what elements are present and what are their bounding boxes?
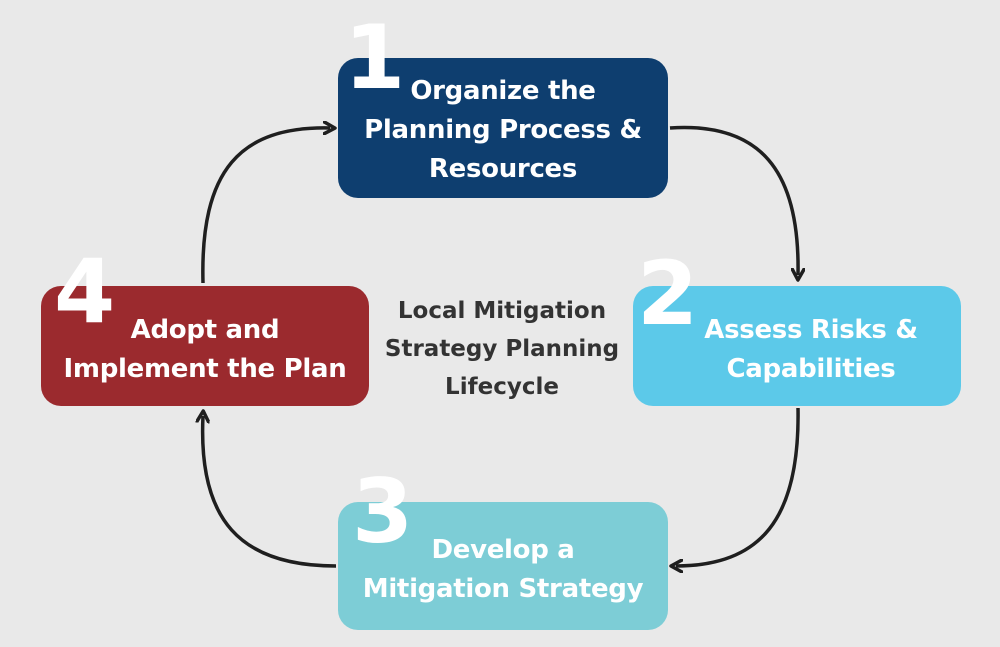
step-2-number: 2 [637,242,699,345]
step-1-number: 1 [344,6,406,109]
step-adopt-implement-plan: Adopt and Implement the Plan [41,286,369,406]
arrow-1-to-2 [669,125,798,275]
step-assess-risks: Assess Risks & Capabilities [633,286,961,406]
step-2-label: Assess Risks & Capabilities [704,315,918,384]
step-3-number: 3 [352,460,414,563]
arrow-3-to-4 [203,416,337,568]
step-4-number: 4 [54,240,116,343]
diagram-center-title: Local Mitigation Strategy Planning Lifec… [384,298,620,400]
step-3-label: Develop a Mitigation Strategy [362,535,644,604]
step-organize-planning-process: Organize the Planning Process & Resource… [338,58,668,198]
arrow-4-to-1 [201,128,330,284]
step-develop-mitigation-strategy: Develop a Mitigation Strategy [338,502,668,630]
step-1-label: Organize the Planning Process & Resource… [364,75,642,184]
step-4-label: Adopt and Implement the Plan [63,315,347,384]
arrow-2-to-3 [676,407,800,566]
